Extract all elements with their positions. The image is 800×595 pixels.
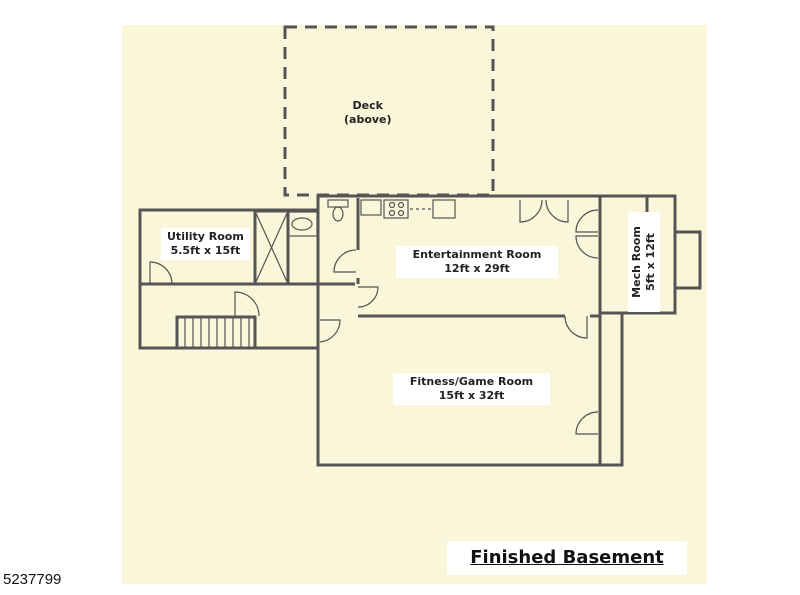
- room-size: 5ft x 12ft: [644, 233, 657, 291]
- toilet-icon: [327, 199, 349, 222]
- shaft-x: [253, 209, 290, 286]
- room-name: Fitness/Game Room: [409, 375, 534, 388]
- room-size: (above): [344, 113, 392, 126]
- stairs: [175, 315, 257, 350]
- listing-id: 5237799: [3, 571, 62, 588]
- plan-title: Finished Basement: [470, 547, 664, 568]
- room-label-deck: Deck (above): [338, 97, 398, 129]
- sink-icon: [287, 211, 318, 237]
- room-label-entertainment: Entertainment Room 12ft x 29ft: [396, 246, 558, 278]
- room-label-fitness: Fitness/Game Room 15ft x 32ft: [393, 373, 550, 405]
- fitness-room-walls: [316, 313, 624, 467]
- room-name: Mech Room: [630, 226, 643, 298]
- room-name: Entertainment Room: [412, 248, 542, 261]
- mech-room-walls: [598, 194, 677, 315]
- mech-bump: [675, 230, 702, 290]
- room-label-mech: Mech Room 5ft x 12ft: [628, 212, 660, 312]
- room-label-utility: Utility Room 5.5ft x 15ft: [161, 228, 250, 260]
- room-name: Utility Room: [167, 230, 244, 243]
- room-size: 5.5ft x 15ft: [170, 244, 241, 257]
- room-size: 12ft x 29ft: [444, 262, 510, 275]
- kitchen-counter-icon: [360, 199, 456, 219]
- room-name: Deck: [352, 99, 383, 112]
- plan-background: [122, 25, 707, 584]
- door-icons: [149, 199, 599, 435]
- plan-title-box: Finished Basement: [447, 541, 687, 575]
- room-size: 15ft x 32ft: [438, 389, 505, 402]
